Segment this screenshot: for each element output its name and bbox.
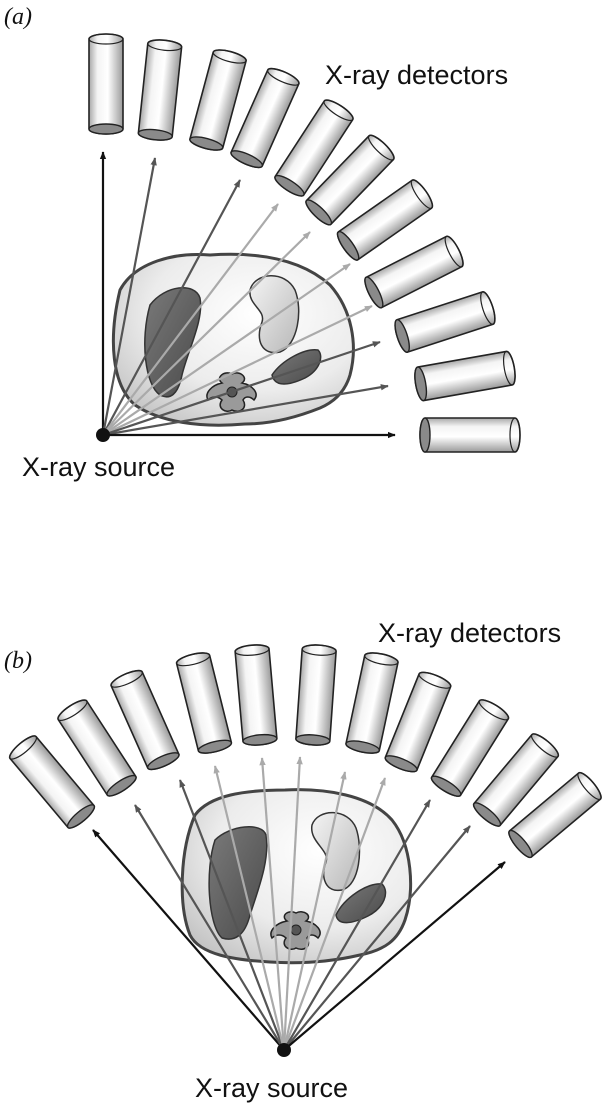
x-ray-beam <box>282 756 303 1051</box>
panel-a-source-point <box>96 428 110 442</box>
detector-element <box>508 771 602 859</box>
panel-a-body-cross-section <box>111 252 355 427</box>
x-ray-beam <box>178 779 286 1051</box>
detector-element <box>364 235 464 309</box>
detector-element <box>189 49 247 151</box>
left-lung <box>208 826 268 940</box>
right-lung <box>311 811 361 892</box>
detector-element <box>137 39 183 141</box>
x-ray-beam <box>283 861 506 1051</box>
x-ray-beam <box>283 825 471 1051</box>
detector-element <box>430 699 510 797</box>
panel-b-detector-arc <box>8 644 602 859</box>
x-ray-beam <box>101 157 157 436</box>
detector-element <box>175 652 233 754</box>
detector-element <box>110 669 180 771</box>
panel-a-detector-arc <box>88 33 521 453</box>
detector-element <box>336 179 434 261</box>
x-ray-beam <box>213 765 286 1051</box>
x-ray-beam <box>282 777 387 1051</box>
detector-element <box>305 134 395 226</box>
detector-element <box>345 652 399 754</box>
x-ray-beam <box>102 340 381 437</box>
x-ray-beam <box>92 829 285 1051</box>
spinal-canal <box>290 924 302 936</box>
right-lung <box>249 275 300 354</box>
detector-element <box>472 733 560 827</box>
panel-a-detector-label: X-ray detectors <box>325 60 508 90</box>
detector-element <box>230 67 300 169</box>
panel-b-source-point <box>277 1043 291 1057</box>
x-ray-beam <box>102 263 351 436</box>
x-ray-beam <box>259 757 286 1051</box>
panel-b-source-label: X-ray source <box>195 1073 348 1103</box>
detector-element <box>88 33 124 135</box>
x-ray-beam <box>102 384 389 437</box>
organ <box>335 883 387 924</box>
x-ray-beam <box>102 231 311 436</box>
detector-element <box>384 671 452 773</box>
panel-b-detector-label: X-ray detectors <box>378 618 561 648</box>
x-ray-beam <box>283 799 431 1051</box>
detector-element <box>394 291 496 353</box>
x-ray-beam <box>102 203 279 436</box>
panel-a-label: (a) <box>4 4 32 30</box>
detector-element <box>414 350 516 402</box>
panel-b-body-cross-section <box>180 788 413 965</box>
detector-element <box>8 735 96 829</box>
x-ray-beam <box>282 771 347 1051</box>
panel-a-ray-fan <box>99 151 396 439</box>
x-ray-beam <box>102 305 373 436</box>
detector-element <box>419 417 521 453</box>
x-ray-beam <box>134 804 285 1051</box>
detector-element <box>57 699 137 797</box>
panel-b-ray-fan <box>92 756 506 1051</box>
detector-element <box>295 644 337 746</box>
detector-element <box>274 99 354 197</box>
detector-element <box>234 644 278 746</box>
x-ray-beam <box>102 179 241 436</box>
panel-b-label: (b) <box>4 648 32 674</box>
panel-a-source-label: X-ray source <box>22 452 175 482</box>
